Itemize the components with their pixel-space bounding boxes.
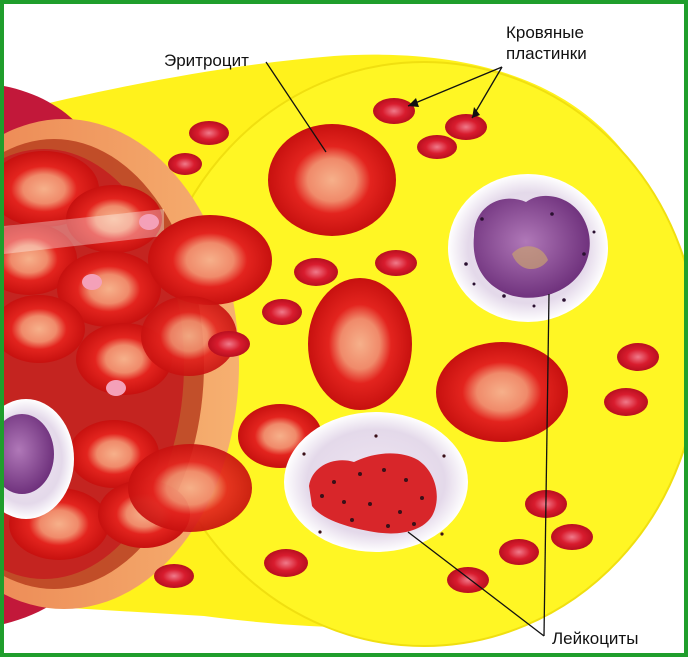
platelet <box>604 388 648 416</box>
platelet <box>617 343 659 371</box>
platelet <box>294 258 338 286</box>
platelet <box>551 524 593 550</box>
platelet <box>445 114 487 140</box>
platelet <box>375 250 417 276</box>
platelet <box>373 98 415 124</box>
platelet <box>208 331 250 357</box>
leukocyte-lower <box>284 412 468 552</box>
label-platelets-line2: пластинки <box>506 44 587 63</box>
platelet <box>189 121 229 145</box>
erythrocyte-main <box>268 124 396 236</box>
blood-cells-diagram: Эритроцит Кровяные пластинки Лейкоциты <box>4 4 688 657</box>
platelet <box>262 299 302 325</box>
erythrocyte <box>308 278 412 410</box>
platelet <box>154 564 194 588</box>
label-erythrocyte: Эритроцит <box>164 51 249 70</box>
erythrocyte <box>128 444 252 532</box>
label-platelets-line1: Кровяные <box>506 23 584 42</box>
leukocyte-upper <box>448 174 608 322</box>
platelet <box>168 153 202 175</box>
platelet <box>417 135 457 159</box>
erythrocyte <box>148 215 272 305</box>
platelet <box>499 539 539 565</box>
platelet <box>264 549 308 577</box>
label-leukocytes: Лейкоциты <box>552 629 638 648</box>
